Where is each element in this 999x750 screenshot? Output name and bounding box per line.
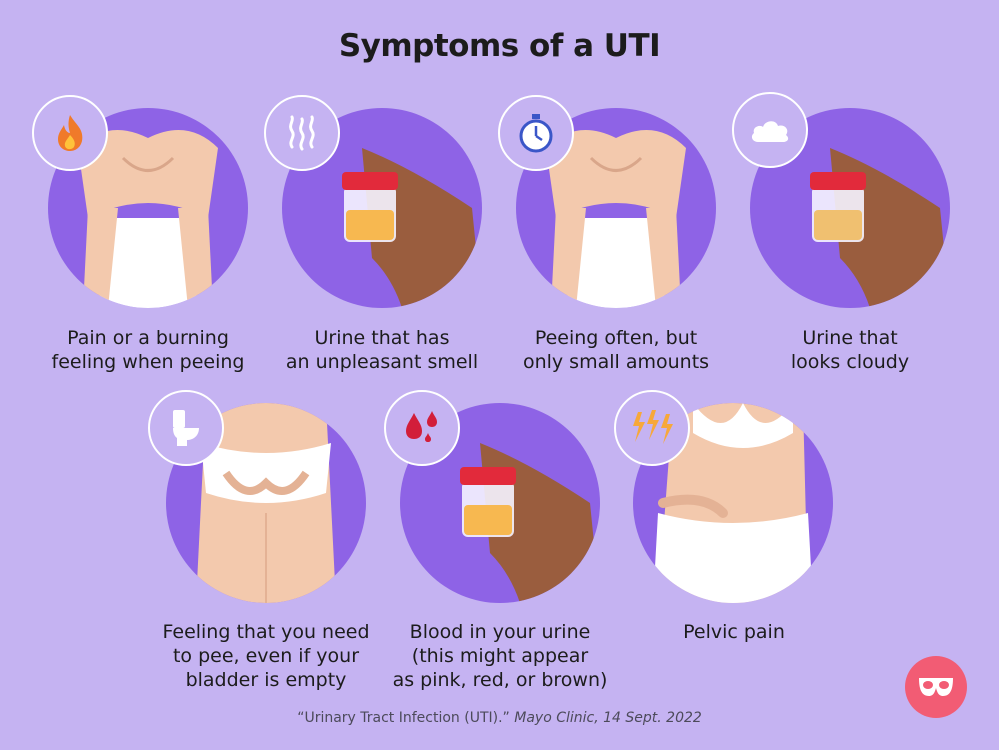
citation-text: “Urinary Tract Infection (UTI).”	[297, 710, 515, 726]
citation-source: Mayo Clinic, 14 Sept. 2022	[514, 710, 702, 726]
symptom-caption-smell: Urine that has an unpleasant smell	[285, 327, 479, 373]
lightning-icon	[614, 390, 690, 466]
symptom-caption-urgency: Feeling that you need to pee, even if yo…	[162, 621, 370, 691]
brand-logo	[905, 656, 967, 718]
cloud-icon	[732, 92, 808, 168]
odor-icon	[264, 95, 340, 171]
illustration-sitting-toilet	[516, 108, 716, 308]
symptom-caption-burning: Pain or a burning feeling when peeing	[51, 327, 245, 373]
symptom-caption-cloudy: Urine that looks cloudy	[790, 327, 910, 373]
mask-icon	[919, 678, 953, 696]
fire-icon	[32, 95, 108, 171]
symptom-caption-blood: Blood in your urine (this might appear a…	[392, 621, 608, 691]
page-title: Symptoms of a UTI	[338, 28, 661, 64]
blood-drops-icon	[384, 390, 460, 466]
illustration-torso	[633, 403, 833, 603]
symptom-caption-frequent: Peeing often, but only small amounts	[522, 327, 710, 373]
toilet-icon	[148, 390, 224, 466]
stopwatch-icon	[498, 95, 574, 171]
citation: “Urinary Tract Infection (UTI).” Mayo Cl…	[0, 710, 999, 726]
illustration-lower-body	[166, 403, 366, 603]
symptom-caption-pelvic: Pelvic pain	[683, 621, 785, 643]
illustration-urine-cup-hand	[282, 108, 482, 308]
illustration-urine-cup-hand	[750, 108, 950, 308]
